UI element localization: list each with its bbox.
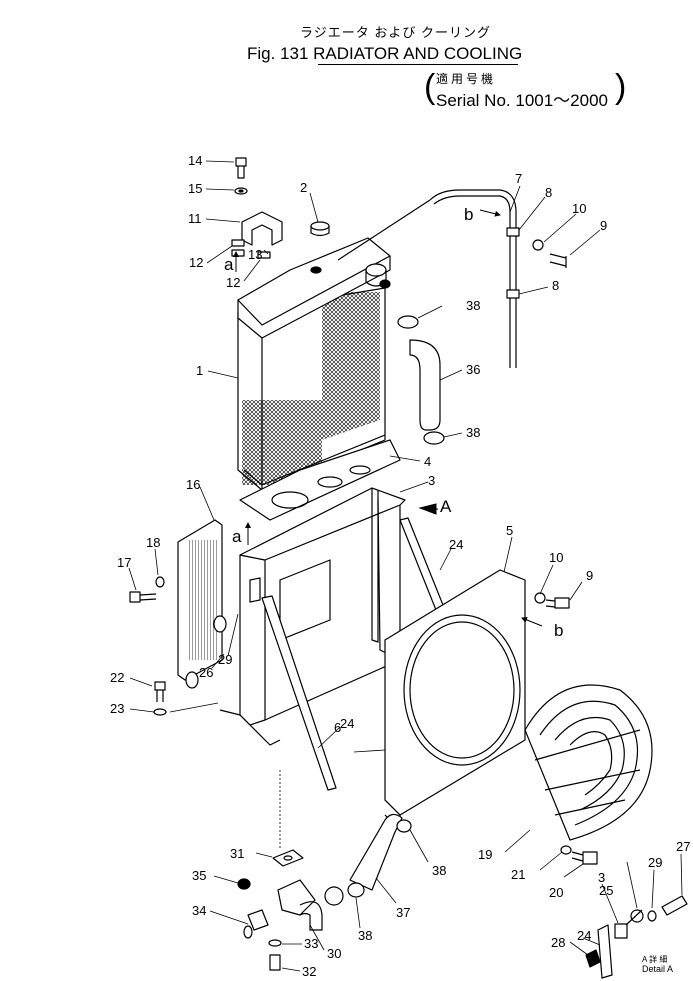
callout-34: 34 xyxy=(192,903,206,918)
marker-a-lower: a xyxy=(232,527,242,546)
serial-label-japanese: 適用号機 xyxy=(436,72,497,86)
callout-24-upper: 24 xyxy=(449,537,463,552)
callout-6: 6 xyxy=(334,720,341,735)
callout-38-mid: 38 xyxy=(466,425,480,440)
callout-35: 35 xyxy=(192,868,206,883)
callout-29-detail: 29 xyxy=(648,855,662,870)
callout-10-lower: 10 xyxy=(549,550,563,565)
serial-paren-close: ) xyxy=(615,68,627,106)
title-japanese: ラジエータ および クーリング xyxy=(300,25,491,40)
reference-markers: a a b b A xyxy=(224,205,563,640)
mounting-bracket xyxy=(231,157,283,259)
callout-1: 1 xyxy=(196,363,203,378)
callout-7: 7 xyxy=(515,171,522,186)
callout-30: 30 xyxy=(327,946,341,961)
serial-paren-open: ( xyxy=(424,68,436,106)
radiator-cap xyxy=(310,221,330,274)
radiator-core xyxy=(237,237,391,491)
callout-31: 31 xyxy=(230,846,244,861)
callout-38-right: 38 xyxy=(432,863,446,878)
callout-21: 21 xyxy=(511,867,525,882)
callout-20: 20 xyxy=(549,885,563,900)
callout-11: 11 xyxy=(188,211,202,226)
upper-inlet-neck xyxy=(365,263,391,289)
callout-16: 16 xyxy=(186,477,200,492)
callout-12-upper: 12 xyxy=(189,255,203,270)
marker-b-lower: b xyxy=(554,621,563,640)
callout-24-detail: 24 xyxy=(577,928,591,943)
serial-range: Serial No. 1001～2000 xyxy=(436,91,609,110)
callout-19: 19 xyxy=(478,847,492,862)
callout-29-left: 29 xyxy=(218,652,232,667)
callout-18: 18 xyxy=(146,535,160,550)
oil-cooler xyxy=(177,519,227,689)
callout-22: 22 xyxy=(110,670,124,685)
callout-8-upper: 8 xyxy=(545,185,552,200)
figure-title: Fig. 131 RADIATOR AND COOLING xyxy=(247,44,523,63)
fan-shroud xyxy=(384,569,526,831)
overflow-pipe xyxy=(337,189,567,368)
direction-arrows xyxy=(233,209,543,627)
callout-17: 17 xyxy=(117,555,131,570)
callout-12-lower: 12 xyxy=(226,275,240,290)
callout-38-upper: 38 xyxy=(466,298,480,313)
lower-plate xyxy=(239,439,401,521)
callout-2: 2 xyxy=(300,180,307,195)
callout-8-lower: 8 xyxy=(552,278,559,293)
radiator-frame xyxy=(219,487,406,746)
callout-9-upper: 9 xyxy=(600,218,607,233)
fan-guard xyxy=(524,684,653,841)
callout-24-lower: 24 xyxy=(340,716,354,731)
callout-9-lower: 9 xyxy=(586,568,593,583)
callout-5: 5 xyxy=(506,523,513,538)
callout-37: 37 xyxy=(396,905,410,920)
marker-b-upper: b xyxy=(464,205,473,224)
detail-label-japanese: A 詳 細 xyxy=(642,955,668,964)
callout-33: 33 xyxy=(304,936,318,951)
callout-28: 28 xyxy=(551,935,565,950)
callout-3: 3 xyxy=(428,473,435,488)
callout-25: 25 xyxy=(599,883,613,898)
detail-a-parts xyxy=(585,895,688,979)
callout-13: 13 xyxy=(248,247,262,262)
callout-10-upper: 10 xyxy=(572,201,586,216)
callout-26: 26 xyxy=(199,665,213,680)
bolt-set-right xyxy=(534,592,570,609)
callout-27: 27 xyxy=(676,839,690,854)
callout-labels: 1 2 3 3 4 5 6 7 8 8 9 9 10 10 11 12 12 1… xyxy=(110,153,690,979)
callout-14: 14 xyxy=(188,153,202,168)
callout-36: 36 xyxy=(466,362,480,377)
bolt-set-bottom xyxy=(560,845,598,865)
callout-4: 4 xyxy=(424,454,431,469)
marker-a-upper: a xyxy=(224,255,234,274)
upper-hose xyxy=(397,315,445,445)
callout-3-detail: 3 xyxy=(598,870,605,885)
lower-piping xyxy=(237,813,412,971)
title-underline xyxy=(318,64,518,65)
callout-38-lower: 38 xyxy=(358,928,372,943)
marker-view-a: A xyxy=(440,497,452,516)
bolt-set-lower-left xyxy=(153,681,167,716)
leader-lines xyxy=(128,160,683,972)
bolt-set-left xyxy=(129,576,165,603)
detail-label: Detail A xyxy=(642,964,674,974)
callout-15: 15 xyxy=(188,181,202,196)
callout-32: 32 xyxy=(302,964,316,979)
callout-23: 23 xyxy=(110,701,124,716)
